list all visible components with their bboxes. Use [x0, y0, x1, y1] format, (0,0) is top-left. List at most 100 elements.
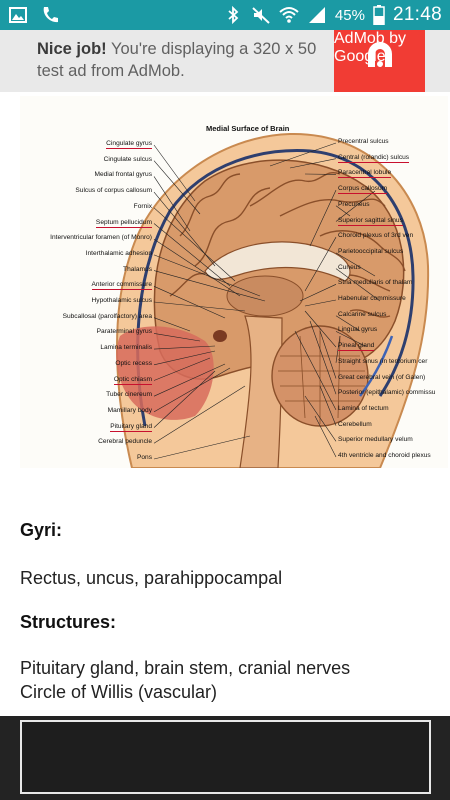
diagram-label-right: Posterior (epithalamic) commissu [338, 389, 436, 397]
ad-text[interactable]: Nice job! You're displaying a 320 x 50 t… [37, 38, 327, 82]
leader-line [153, 144, 196, 202]
leader-line [153, 363, 226, 397]
bluetooth-icon [228, 5, 239, 25]
leader-line [304, 237, 337, 292]
diagram-title: Medial Surface of Brain [206, 124, 290, 133]
ad-banner[interactable]: Nice job! You're displaying a 320 x 50 t… [0, 30, 450, 92]
leader-line [335, 205, 351, 217]
mute-icon [252, 7, 270, 24]
diagram-label-right: Precuneus [338, 200, 370, 208]
ad-body: You're displaying a 320 x 50 test ad fro… [37, 40, 317, 80]
leader-line [153, 370, 216, 428]
diagram-label-left: Sulcus of corpus callosum [75, 187, 152, 195]
leader-line [153, 286, 226, 319]
diagram-label-right: Cuneus [338, 263, 361, 271]
diagram-label-right: Paracentral lobule [338, 169, 392, 179]
diagram-label-right: Lingual gyrus [338, 326, 378, 334]
diagram-label-left: Tuber cinereum [106, 391, 152, 399]
status-bar: 45% 21:48 [0, 0, 450, 30]
diagram-label-left: Cerebral peduncle [98, 438, 152, 446]
leader-line [335, 190, 376, 222]
diagram-label-right: Central (rolandic) sulcus [338, 153, 410, 163]
diagram-label-right: Corpus callosum [338, 185, 388, 195]
leader-line [153, 160, 201, 215]
bottom-bar [0, 716, 450, 800]
leader-line [304, 299, 337, 307]
leader-line [153, 207, 236, 282]
leader-line [153, 270, 266, 302]
leader-line [153, 357, 211, 381]
phone-icon [43, 7, 58, 23]
leader-line [309, 320, 337, 395]
leader-line [335, 331, 366, 347]
diagram-label-right: Superior medullary velum [338, 436, 413, 444]
leader-line [309, 189, 337, 247]
diagram-label-left: Lamina terminalis [100, 344, 152, 352]
diagram-label-left: Cingulate sulcus [103, 155, 152, 163]
diagram-label-left: Interventricular foramen (of Monro) [50, 234, 152, 242]
diagram-label-left: Pituitary gland [110, 422, 152, 432]
diagram-label-left: Medial frontal gyrus [94, 171, 152, 179]
diagram-label-right: Straight sinus (in tentorium cer [338, 357, 428, 365]
leader-line [269, 142, 337, 167]
leader-line [319, 385, 337, 426]
admob-icon [368, 42, 392, 67]
diagram-label-left: Hypothalamic sulcus [91, 297, 152, 304]
leader-line [153, 176, 191, 232]
leader-line [299, 284, 337, 302]
gyri-heading: Gyri: [20, 520, 63, 540]
ad-headline: Nice job! [37, 40, 107, 58]
diagram-label-left: Thalamus [123, 265, 152, 273]
leader-line [153, 238, 241, 297]
diagram-label-left: Mamillary body [107, 406, 152, 414]
battery-icon [373, 5, 385, 25]
diagram-label-left: Cingulate gyrus [106, 140, 152, 149]
leader-line [335, 252, 376, 277]
structures-heading: Structures: [20, 612, 117, 632]
gyri-text: Rectus, uncus, parahippocampal [20, 568, 283, 588]
diagram-label-left: Interthalamic adhesion [85, 249, 152, 257]
structures-line-1: Pituitary gland, brain stem, cranial ner… [20, 658, 351, 678]
leader-line [153, 435, 251, 460]
diagram-label-right: Lamina of tectum [338, 404, 389, 412]
leader-line [153, 254, 261, 297]
diagram-label-left: Optic recess [115, 359, 152, 367]
signal-icon [308, 7, 325, 23]
admob-logo[interactable]: AdMob by Google [334, 30, 425, 92]
leader-line [153, 301, 246, 312]
diagram-label-right: Habenular commissure [338, 295, 406, 302]
bottom-ad-slot[interactable] [20, 720, 431, 794]
diagram-label-left: Optic chiasm [113, 375, 152, 385]
leader-line [153, 317, 191, 332]
diagram-label-right: Pineal gland [338, 342, 375, 352]
diagram-label-right: Great cerebral vein (of Galen) [338, 373, 426, 381]
leader-line [314, 415, 337, 458]
diagram-label-right: Parietooccipital sulcus [338, 247, 404, 255]
diagram-label-left: Paraterminal gyrus [96, 328, 152, 336]
wifi-icon [279, 7, 299, 23]
diagram-label-right: 4th ventricle and choroid plexus [338, 452, 431, 459]
leader-line [153, 223, 231, 287]
leader-line [294, 330, 337, 411]
leader-line [335, 315, 361, 332]
leader-line [335, 335, 341, 363]
leader-line [304, 395, 337, 442]
image-icon [9, 7, 27, 23]
diagram-label-left: Fornix [133, 202, 152, 210]
diagram-label-left: Pons [136, 454, 152, 461]
leader-line [153, 385, 246, 444]
diagram-label-left: Septum pellucidum [95, 218, 152, 228]
diagram-label-right: Superior sagittal sinus [338, 216, 403, 226]
diagram-label-left: Anterior commissure [91, 281, 152, 291]
leader-line [153, 367, 231, 413]
leader-line [319, 330, 337, 379]
diagram-label-right: Stria medullaris of thalam [338, 279, 413, 287]
leader-line [153, 333, 201, 342]
structures-line-2: Circle of Willis (vascular) [20, 682, 218, 702]
diagram-label-right: Cerebellum [338, 420, 372, 428]
diagram-label-right: Precentral sulcus [338, 138, 389, 145]
diagram-label-right: Choroid plexus of 3rd ven [338, 232, 414, 240]
diagram-label-right: Calcarine sulcus [338, 310, 387, 318]
leader-line [304, 310, 337, 348]
